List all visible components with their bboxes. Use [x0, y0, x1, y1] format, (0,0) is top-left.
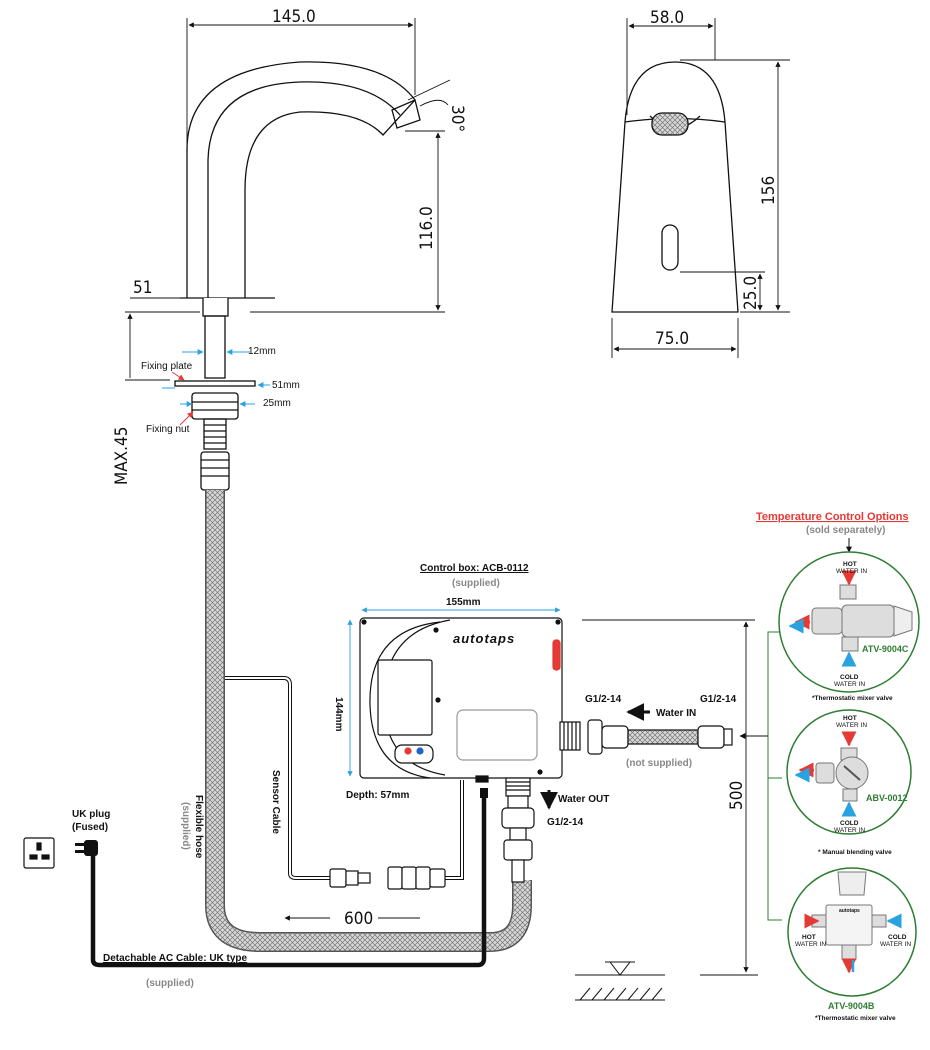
dim-box-height: 144mm [333, 697, 344, 732]
control-box-brand-logo: autotaps [453, 631, 515, 646]
dim-front-sensor: 25.0 [741, 276, 761, 310]
label-ac-cable: Detachable AC Cable: UK type [103, 953, 248, 964]
label-hose-supplied: (supplied) [180, 802, 191, 850]
dim-faucet-base: 51 [133, 278, 152, 298]
dim-faucet-width: 145.0 [272, 7, 316, 27]
label-not-supplied: (not supplied) [626, 758, 692, 769]
option-atv-9004c [778, 551, 920, 693]
dim-box-width: 155mm [446, 597, 481, 608]
floor-symbol [575, 961, 665, 1001]
option3-cold-water-in: WATER IN [880, 941, 911, 948]
control-box-dimensions [347, 607, 561, 777]
faucet-side-view [174, 61, 421, 491]
options-title: Temperature Control Options [756, 511, 909, 523]
dim-faucet-angle: 30° [447, 105, 467, 132]
uk-socket-icon [23, 837, 55, 869]
option3-caption: *Thermostatic mixer valve [815, 1015, 896, 1022]
option3-hot-water-in: WATER IN [795, 941, 826, 948]
faucet-front-view [611, 61, 739, 313]
dim-box-depth: Depth: 57mm [346, 790, 409, 801]
dim-front-height: 156 [759, 176, 779, 205]
control-box-title: Control box: ACB-0112 [420, 563, 529, 574]
thread-label-out: G1/2-14 [547, 817, 584, 828]
option3-model: ATV-9004B [828, 1001, 875, 1011]
options-connector-lines [739, 631, 782, 921]
label-sensor-cable: Sensor Cable [270, 770, 281, 834]
option2-hot-label: HOT [843, 715, 857, 722]
option1-cold-water-in: WATER IN [834, 681, 865, 688]
options-subtitle: (sold separately) [806, 525, 885, 536]
label-flexible-hose: Flexible hose [193, 795, 204, 859]
thread-label-right: G1/2-14 [700, 694, 737, 705]
faucet-dimension-lines [125, 18, 451, 381]
option-atv-9004b: autotaps [787, 867, 917, 997]
uk-plug-icon [75, 840, 98, 856]
option1-model: ATV-9004C [862, 644, 909, 654]
option2-hot-water-in: WATER IN [836, 722, 867, 729]
label-water-out: Water OUT [558, 794, 609, 805]
option3-cold-label: COLD [888, 934, 907, 941]
option1-cold-label: COLD [840, 674, 859, 681]
fixing-dimension-arrows [162, 349, 270, 407]
dim-nut-25mm: 25mm [263, 398, 291, 409]
sensor-cable-connector [329, 866, 446, 890]
option2-model: ABV-0012 [866, 793, 908, 803]
option2-cold-label: COLD [840, 820, 859, 827]
option2-caption: * Manual blending valve [818, 849, 892, 856]
control-box-supplied: (supplied) [452, 578, 500, 589]
option1-caption: *Thermostatic mixer valve [812, 695, 893, 702]
dim-faucet-height: 116.0 [417, 206, 437, 250]
fixing-pointer-arrows [171, 371, 194, 426]
inlet-hose [587, 719, 733, 755]
front-dimension-lines [611, 18, 790, 358]
dim-cable-600: 600 [344, 909, 373, 929]
label-fixing-nut: Fixing nut [146, 424, 190, 435]
height-500-dimension [575, 619, 758, 976]
label-fixing-plate: Fixing plate [141, 361, 193, 372]
thread-label-left: G1/2-14 [585, 694, 622, 705]
option-abv-0012 [786, 709, 912, 835]
label-ac-cable-supplied: (supplied) [146, 978, 194, 989]
dim-plate-51mm: 51mm [272, 380, 300, 391]
option3-hot-label: HOT [802, 934, 816, 941]
label-water-in: Water IN [656, 708, 696, 719]
dim-front-top: 58.0 [650, 8, 684, 28]
outlet-fitting [501, 795, 535, 883]
label-uk-plug-fused: (Fused) [72, 822, 108, 833]
dim-max-45: MAX.45 [112, 427, 132, 485]
dim-pipe-12mm: 12mm [248, 346, 276, 357]
label-uk-plug: UK plug [72, 809, 110, 820]
option2-cold-water-in: WATER IN [834, 827, 865, 834]
control-box [359, 617, 581, 797]
option3-brand-logo: autotaps [839, 908, 860, 914]
dim-front-base: 75.0 [655, 329, 689, 349]
ac-cable [90, 795, 487, 968]
option1-hot-label: HOT [843, 561, 857, 568]
option1-hot-water-in: WATER IN [836, 568, 867, 575]
dim-height-500: 500 [727, 781, 747, 810]
